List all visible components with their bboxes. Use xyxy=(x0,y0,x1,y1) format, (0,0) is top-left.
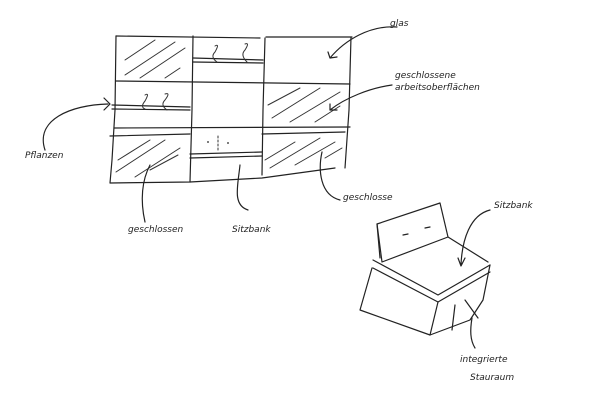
plant-shelf xyxy=(111,104,191,111)
backrest-sides xyxy=(376,223,489,263)
label-closed-left: geschlossen xyxy=(128,225,184,235)
bench-perspective-sketch xyxy=(359,202,491,336)
row-line-1 xyxy=(115,80,351,85)
outer-right xyxy=(344,36,352,169)
bench-line xyxy=(189,151,263,159)
label-glass: glas xyxy=(390,19,409,29)
annotation-arrows xyxy=(42,26,491,349)
base xyxy=(359,264,491,336)
label-bench-perspective: Sitzbank xyxy=(494,201,533,211)
storage-opening xyxy=(429,299,479,336)
outer-left-bottom xyxy=(109,35,336,184)
label-bench: Sitzbank xyxy=(232,225,271,235)
row-line-2 xyxy=(109,126,351,137)
label-plants: Pflanzen xyxy=(25,151,64,161)
backrest xyxy=(376,202,449,263)
label-storage-2: Stauraum xyxy=(470,373,514,383)
shelf-elevation-sketch xyxy=(109,35,353,184)
top-edge xyxy=(115,35,353,39)
label-closed-worktops-2: arbeitsoberflächen xyxy=(395,83,480,93)
divider-right xyxy=(261,37,266,176)
glass-shelf xyxy=(192,57,264,64)
seat-edge xyxy=(372,259,491,303)
label-storage-1: integrierte xyxy=(460,355,508,365)
label-closed-right: geschlosse xyxy=(343,193,393,203)
label-closed-worktops-1: geschlossene xyxy=(395,71,456,81)
